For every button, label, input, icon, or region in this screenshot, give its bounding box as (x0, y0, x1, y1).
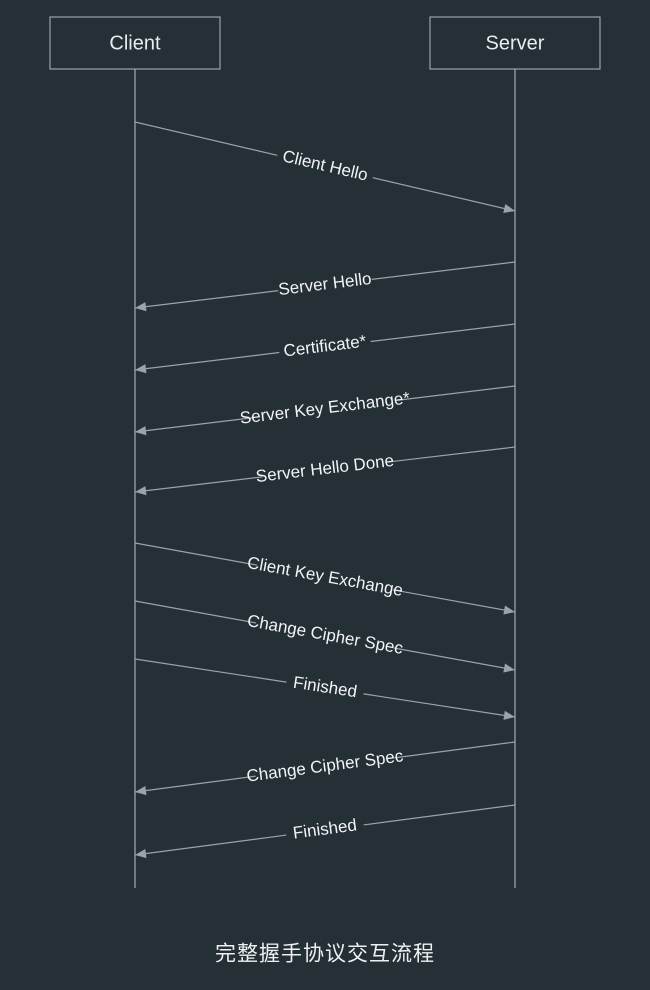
lifeline-layer (134, 69, 516, 888)
caption-layer: 完整握手协议交互流程 (215, 943, 435, 966)
message-arrowhead (503, 710, 515, 720)
message-arrowhead (135, 364, 147, 374)
message-label: Change Cipher Spec (245, 746, 404, 785)
message-arrowhead (503, 204, 515, 213)
actor-layer: Client Server (49, 16, 601, 70)
message-label: Server Hello Done (255, 451, 395, 486)
message-3[interactable]: Certificate* (134, 323, 516, 374)
message-line-segment (394, 741, 516, 759)
message-line-segment (134, 775, 256, 793)
message-label: Server Key Exchange* (239, 388, 411, 427)
message-line-segment (371, 261, 516, 280)
actor-label-client: Client (109, 32, 161, 54)
message-arrowhead (135, 302, 147, 312)
message-line-segment (370, 323, 516, 343)
actor-label-server: Server (486, 32, 545, 54)
message-line-segment (134, 121, 278, 156)
message-line-segment (134, 290, 279, 309)
message-arrowhead (135, 849, 147, 859)
message-line-segment (372, 177, 516, 212)
actor-client[interactable]: Client (49, 16, 221, 70)
diagram-caption: 完整握手协议交互流程 (215, 943, 435, 966)
message-arrowhead (503, 663, 515, 673)
message-5[interactable]: Server Hello Done (134, 446, 516, 496)
message-label: Finished (292, 815, 358, 842)
message-line-segment (134, 542, 258, 566)
actor-server[interactable]: Server (429, 16, 601, 70)
message-label: Server Hello (277, 269, 372, 299)
message-line-segment (392, 589, 516, 613)
message-line-segment (134, 834, 287, 856)
message-line-segment (134, 351, 280, 371)
message-line-segment (363, 693, 516, 718)
message-line-segment (134, 658, 287, 683)
message-line-segment (363, 804, 516, 826)
message-6[interactable]: Client Key Exchange (134, 542, 516, 615)
message-line-segment (393, 647, 516, 671)
message-1[interactable]: Client Hello (134, 121, 516, 213)
message-7[interactable]: Change Cipher Spec (134, 600, 516, 673)
message-arrowhead (135, 486, 147, 496)
message-8[interactable]: Finished (134, 658, 516, 720)
message-label: Client Hello (281, 146, 370, 184)
message-arrowhead (503, 605, 515, 615)
message-label: Finished (292, 673, 358, 701)
message-line-segment (134, 417, 253, 433)
message-2[interactable]: Server Hello (134, 261, 516, 312)
message-line-segment (397, 385, 516, 401)
message-line-segment (134, 600, 257, 624)
message-label: Certificate* (282, 332, 367, 361)
message-arrowhead (135, 786, 147, 796)
message-4[interactable]: Server Key Exchange* (134, 385, 516, 436)
message-label: Client Key Exchange (246, 553, 405, 600)
message-9[interactable]: Change Cipher Spec (134, 741, 516, 796)
message-10[interactable]: Finished (134, 804, 516, 859)
message-arrowhead (135, 426, 147, 436)
message-label: Change Cipher Spec (246, 611, 405, 658)
message-line-segment (134, 476, 263, 493)
message-line-segment (387, 446, 516, 463)
